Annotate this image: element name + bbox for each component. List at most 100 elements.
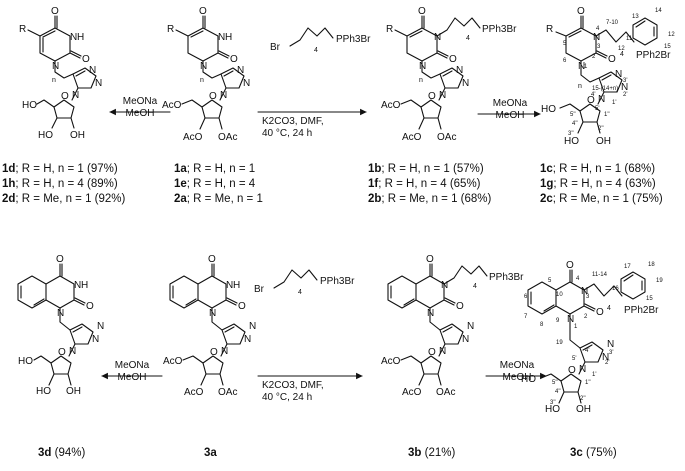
svg-text:1'': 1'' bbox=[604, 112, 610, 118]
svg-text:N: N bbox=[441, 280, 448, 291]
svg-text:N: N bbox=[95, 78, 102, 89]
svg-text:OAc: OAc bbox=[437, 132, 456, 143]
label-1h: 1h; R = H, n = 4 (89%) bbox=[2, 178, 118, 190]
label-1c: 1c; R = H, n = 1 (68%) bbox=[540, 163, 656, 175]
svg-text:O: O bbox=[566, 260, 574, 271]
svg-text:5: 5 bbox=[563, 41, 567, 47]
svg-text:R: R bbox=[167, 24, 174, 35]
structure-1a bbox=[175, 15, 245, 130]
svg-text:O: O bbox=[568, 365, 576, 376]
svg-text:O: O bbox=[210, 347, 218, 358]
svg-text:4: 4 bbox=[314, 47, 318, 54]
svg-text:N: N bbox=[92, 334, 99, 345]
label-3b: 3b (21%) bbox=[408, 447, 456, 459]
svg-text:AcO: AcO bbox=[402, 132, 422, 143]
svg-text:HO: HO bbox=[38, 130, 53, 141]
svg-text:N: N bbox=[243, 78, 250, 89]
svg-text:O: O bbox=[58, 347, 66, 358]
svg-text:AcO: AcO bbox=[163, 356, 183, 367]
svg-text:HO: HO bbox=[541, 104, 556, 115]
svg-text:AcO: AcO bbox=[402, 387, 422, 398]
svg-text:N: N bbox=[439, 90, 446, 101]
svg-text:N: N bbox=[74, 280, 81, 291]
svg-text:4: 4 bbox=[576, 276, 580, 282]
svg-text:O: O bbox=[199, 6, 207, 17]
label-1f: 1f; R = H, n = 4 (65%) bbox=[368, 178, 481, 190]
label-2d: 2d; R = Me, n = 1 (92%) bbox=[2, 193, 126, 205]
svg-text:N: N bbox=[244, 334, 251, 345]
svg-text:4: 4 bbox=[473, 283, 477, 290]
svg-text:3: 3 bbox=[597, 44, 601, 50]
label-1d: 1d; R = H, n = 1 (97%) bbox=[2, 163, 118, 175]
svg-text:5'': 5'' bbox=[552, 380, 558, 386]
label-3d: 3d (94%) bbox=[38, 447, 86, 459]
svg-text:1: 1 bbox=[574, 324, 578, 330]
svg-text:N: N bbox=[456, 65, 463, 76]
svg-text:14: 14 bbox=[655, 8, 662, 14]
svg-text:N: N bbox=[237, 65, 244, 76]
svg-text:N: N bbox=[439, 346, 446, 357]
svg-text:AcO: AcO bbox=[381, 100, 401, 111]
svg-text:3'': 3'' bbox=[568, 131, 574, 137]
conditions-alkylate-1: K2CO3, DMF,40 °C, 24 h bbox=[262, 116, 324, 139]
svg-text:O: O bbox=[428, 347, 436, 358]
svg-text:AcO: AcO bbox=[184, 387, 204, 398]
svg-text:N: N bbox=[221, 346, 228, 357]
svg-text:O: O bbox=[209, 91, 217, 102]
svg-text:O: O bbox=[61, 91, 69, 102]
svg-text:O: O bbox=[456, 301, 464, 312]
svg-text:PPh3Br: PPh3Br bbox=[489, 272, 524, 283]
svg-text:O: O bbox=[577, 6, 585, 17]
svg-text:n: n bbox=[578, 83, 582, 90]
svg-text:O: O bbox=[587, 95, 595, 106]
svg-text:N: N bbox=[249, 321, 256, 332]
svg-text:3: 3 bbox=[586, 294, 590, 300]
structure-1b bbox=[394, 15, 481, 130]
svg-text:O: O bbox=[426, 254, 434, 265]
label-2b: 2b; R = Me, n = 1 (68%) bbox=[368, 193, 492, 205]
svg-text:5'': 5'' bbox=[570, 112, 576, 118]
svg-text:N: N bbox=[97, 321, 104, 332]
svg-text:O: O bbox=[428, 91, 436, 102]
svg-text:HO: HO bbox=[521, 374, 536, 385]
structure-3a bbox=[169, 263, 246, 386]
label-2a: 2a; R = Me, n = 1 bbox=[174, 193, 263, 205]
svg-text:7: 7 bbox=[524, 314, 528, 320]
svg-text:AcO: AcO bbox=[183, 132, 203, 143]
label-2c: 2c; R = Me, n = 1 (75%) bbox=[540, 193, 663, 205]
svg-text:PPh2Br: PPh2Br bbox=[636, 50, 671, 61]
svg-text:n: n bbox=[52, 77, 56, 84]
svg-text:1: 1 bbox=[584, 64, 588, 70]
svg-text:HO: HO bbox=[36, 386, 51, 397]
svg-text:N: N bbox=[69, 346, 76, 357]
svg-text:1': 1' bbox=[592, 372, 596, 378]
svg-text:O: O bbox=[230, 54, 238, 65]
svg-text:3': 3' bbox=[609, 350, 613, 356]
svg-text:OAc: OAc bbox=[218, 387, 237, 398]
svg-text:n: n bbox=[419, 77, 423, 84]
svg-text:4'': 4'' bbox=[555, 389, 561, 395]
svg-text:N: N bbox=[434, 32, 441, 43]
svg-text:7-10: 7-10 bbox=[606, 20, 619, 26]
svg-text:N: N bbox=[578, 61, 585, 72]
svg-text:HO: HO bbox=[564, 136, 579, 147]
svg-text:N: N bbox=[462, 78, 469, 89]
svg-text:9: 9 bbox=[556, 318, 560, 324]
svg-text:n: n bbox=[200, 77, 204, 84]
svg-text:19: 19 bbox=[556, 340, 563, 346]
svg-text:N: N bbox=[567, 314, 574, 325]
svg-text:N: N bbox=[72, 90, 79, 101]
svg-text:N: N bbox=[209, 308, 216, 319]
svg-text:11: 11 bbox=[626, 36, 633, 42]
svg-text:2'': 2'' bbox=[598, 126, 604, 132]
reagent-chain-1 bbox=[289, 27, 334, 47]
svg-text:N: N bbox=[467, 321, 474, 332]
svg-text:H: H bbox=[225, 32, 232, 43]
svg-text:O: O bbox=[418, 6, 426, 17]
svg-text:PPh3Br: PPh3Br bbox=[482, 24, 517, 35]
label-1e: 1e; R = H, n = 4 bbox=[174, 178, 256, 190]
svg-text:5': 5' bbox=[595, 106, 599, 112]
